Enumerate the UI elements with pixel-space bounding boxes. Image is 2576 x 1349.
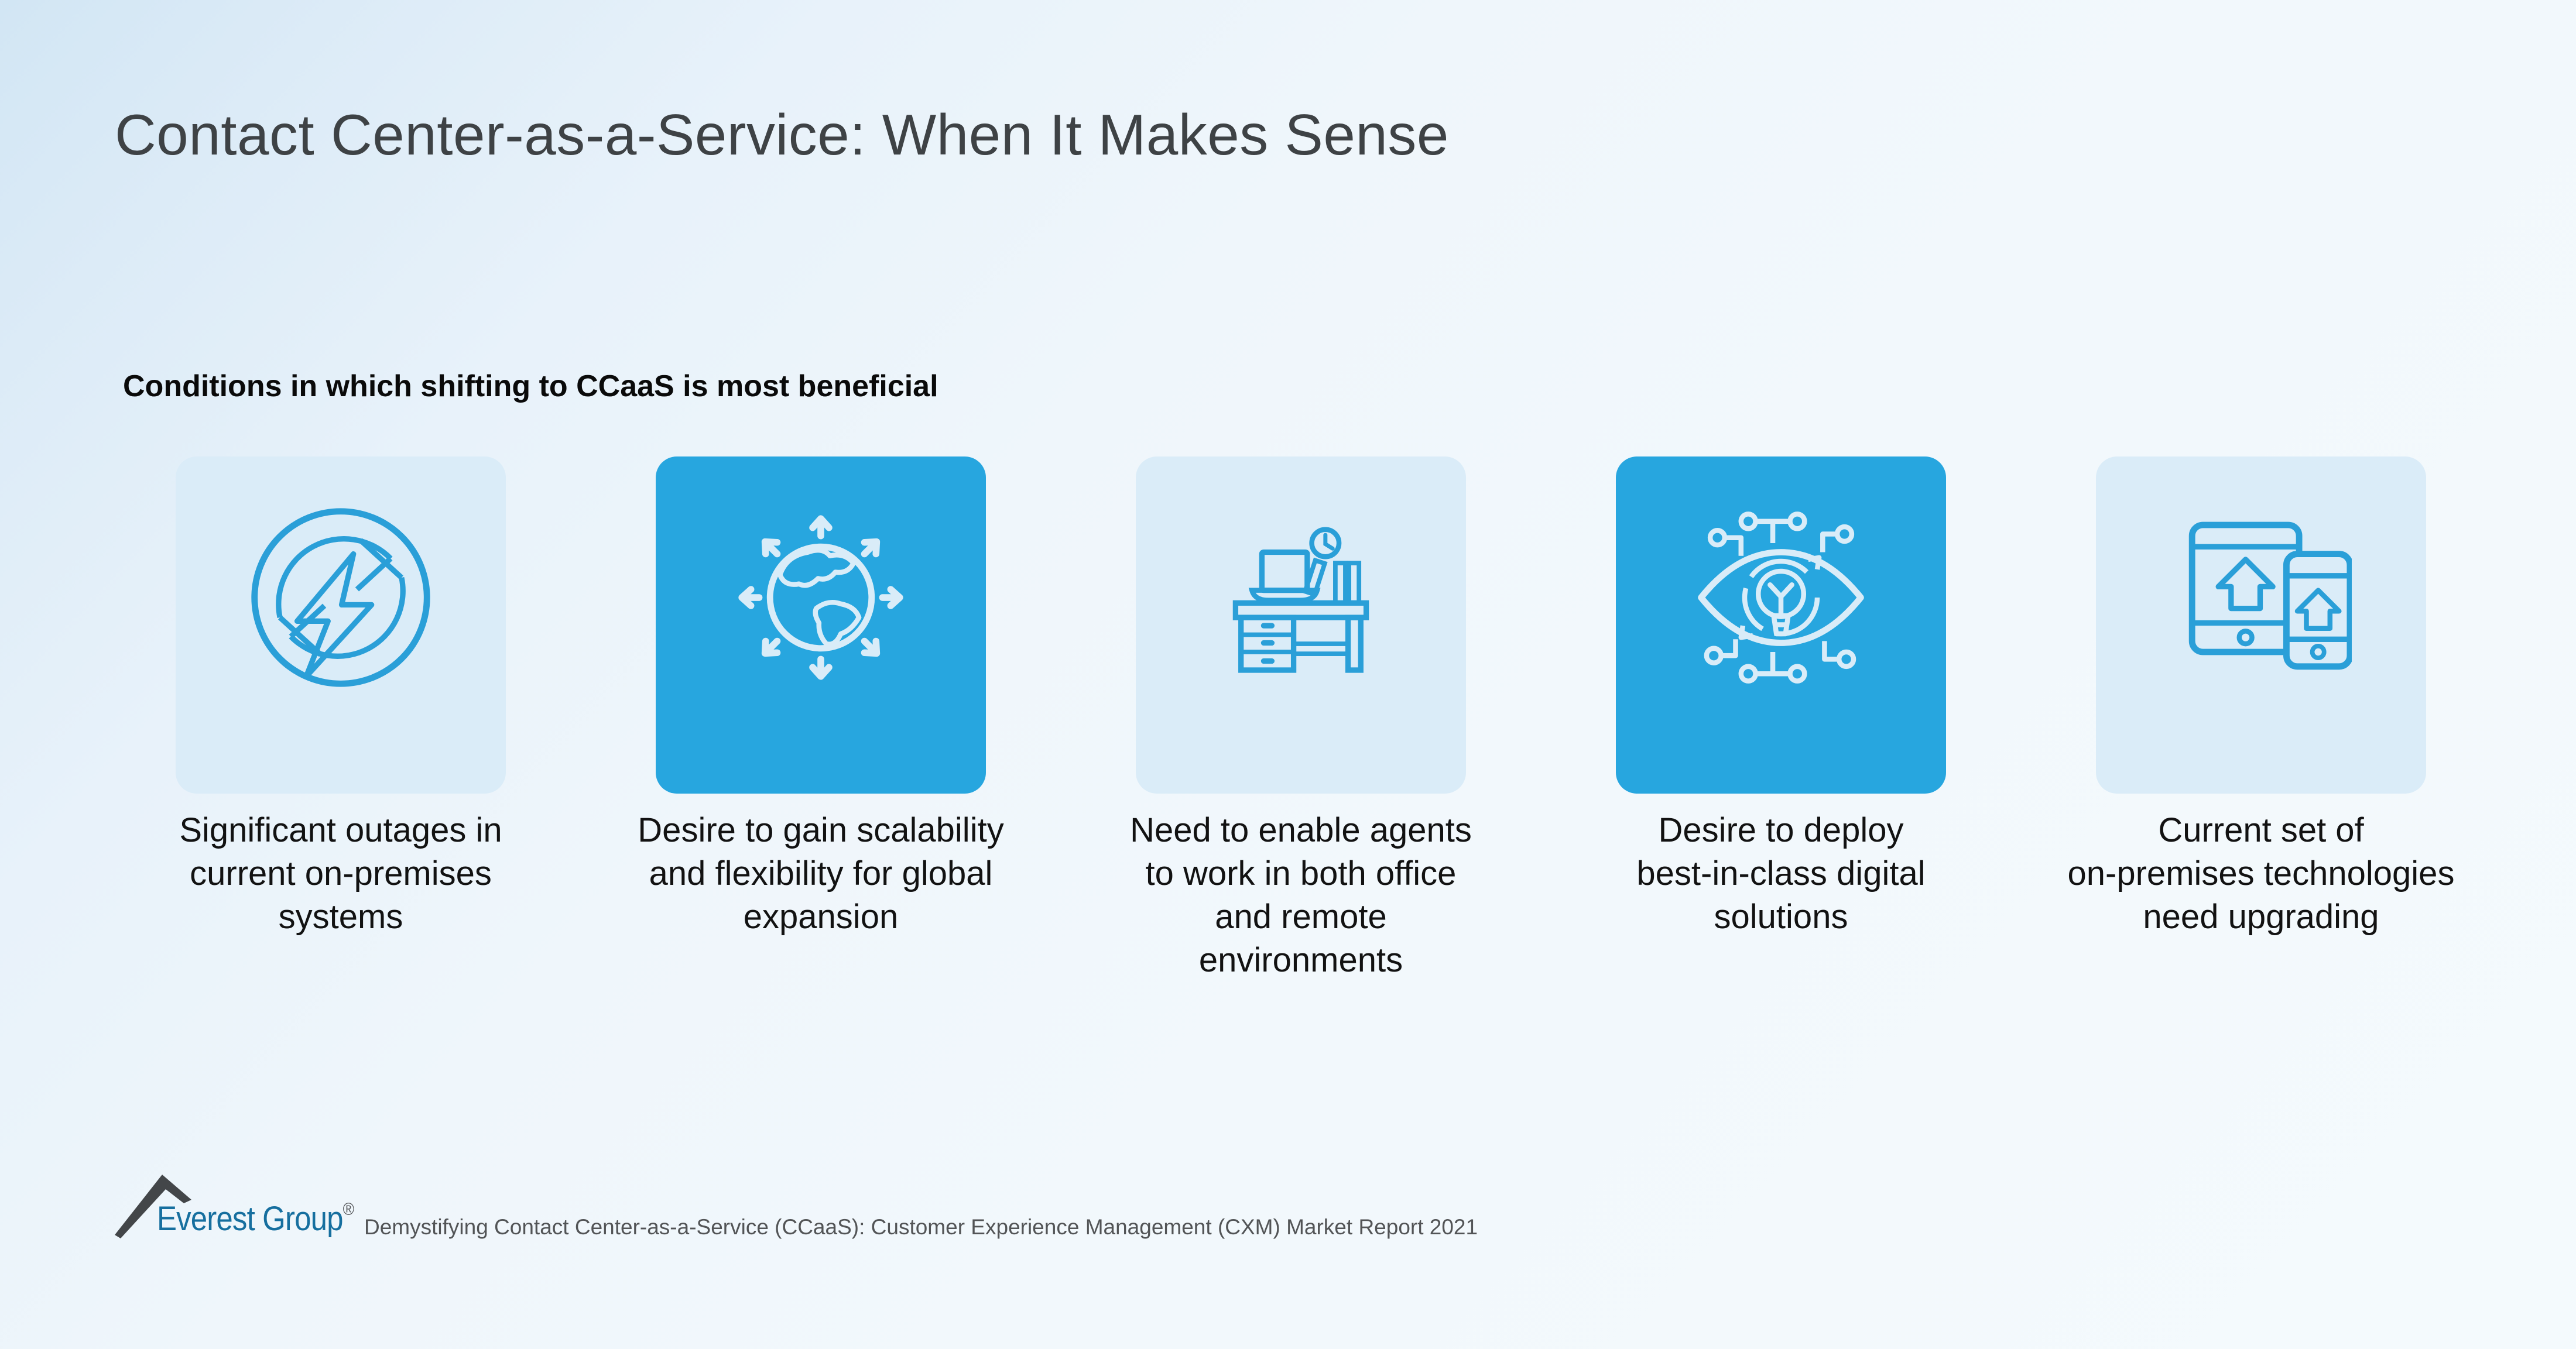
everest-group-wordmark: Everest Group® [157,1201,354,1236]
device-upgrade-icon [2188,521,2352,670]
card-col-outages: Significant outages in current on-premis… [176,456,506,982]
card-outages [176,456,506,794]
card-col-office-remote: Need to enable agents to work in both of… [1130,456,1472,982]
registered-trademark: ® [342,1200,355,1219]
section-label: Conditions in which shifting to CCaaS is… [123,369,938,403]
report-source-text: Demystifying Contact Center-as-a-Service… [364,1215,1478,1239]
office-desk-icon [1232,527,1369,673]
card-office-remote [1136,456,1466,794]
page-title: Contact Center-as-a-Service: When It Mak… [115,102,1449,167]
card-col-digital-solutions: Desire to deploy best-in-class digital s… [1616,456,1946,982]
card-digital-solutions [1616,456,1946,794]
everest-group-logo-mark [115,1175,191,1238]
card-caption: Current set of on-premises technologies … [2067,811,2455,936]
card-caption: Desire to deploy best-in-class digital s… [1636,811,1926,936]
card-global-expansion [656,456,986,794]
power-outage-icon [251,508,430,687]
card-caption: Desire to gain scalability and flexibili… [638,811,1004,936]
card-col-upgrade: Current set of on-premises technologies … [2068,456,2454,982]
card-caption: Significant outages in current on-premis… [179,811,502,936]
benefit-cards-row: Significant outages in current on-premis… [176,456,2454,982]
digital-eye-icon [1698,512,1864,684]
card-upgrade [2096,456,2426,794]
global-expansion-icon [738,515,903,680]
card-col-global-expansion: Desire to gain scalability and flexibili… [638,456,1004,982]
brand-name: Everest Group [157,1200,344,1238]
card-caption: Need to enable agents to work in both of… [1130,811,1472,979]
